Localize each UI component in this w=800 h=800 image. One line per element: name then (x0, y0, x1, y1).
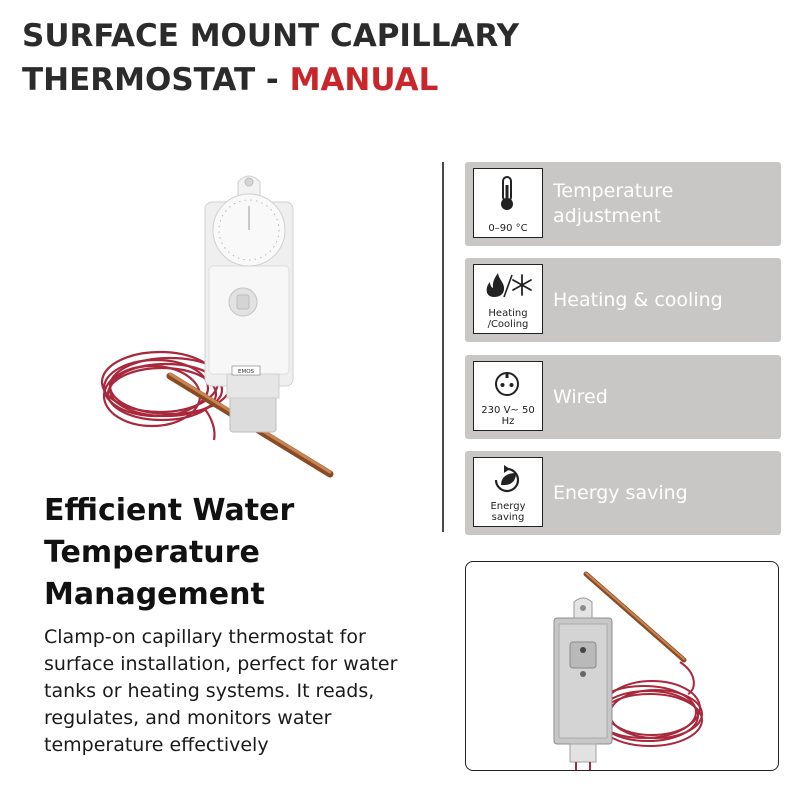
thermometer-icon (501, 176, 513, 210)
feature-caption: Heating /Cooling (487, 308, 529, 330)
title-accent: MANUAL (289, 62, 439, 98)
title-line-2: THERMOSTAT - (22, 62, 290, 98)
feature-heating-cooling: Heating /Cooling Heating & cooling (465, 258, 781, 342)
feature-label: Temperature adjustment (553, 180, 674, 227)
title-line-1: SURFACE MOUNT CAPILLARY (22, 18, 520, 54)
feature-energy-saving: Energy saving Energy saving (465, 451, 781, 535)
page-title: SURFACE MOUNT CAPILLARY THERMOSTAT - MAN… (22, 14, 519, 102)
section-description: Clamp-on capillary thermostat for surfac… (44, 626, 398, 756)
feature-label: Heating & cooling (553, 288, 723, 311)
feature-badge: Energy saving (473, 457, 543, 527)
product-photo: EMOS (100, 175, 334, 478)
feature-caption: Energy saving (490, 501, 526, 523)
feature-label: Energy saving (553, 481, 688, 504)
power-socket-icon (495, 372, 519, 396)
feature-label: Wired (553, 385, 608, 408)
brand-tag: EMOS (238, 369, 255, 375)
feature-wired: 230 V~ 50 Hz Wired (465, 355, 781, 439)
feature-temperature: 0–90 °C Temperature adjustment (465, 162, 781, 246)
thermostat-body: EMOS (204, 175, 294, 433)
secondary-product-photo (465, 561, 779, 771)
section-heading: Efficient Water Temperature Management (44, 493, 295, 612)
thermostat-back-view (553, 571, 703, 770)
feature-badge: 230 V~ 50 Hz (473, 361, 543, 431)
feature-caption: 230 V~ 50 Hz (481, 405, 535, 427)
feature-badge: 0–90 °C (473, 168, 543, 238)
divider (442, 162, 444, 532)
flame-snowflake-icon (486, 273, 532, 298)
feature-badge: Heating /Cooling (473, 264, 543, 334)
feature-caption: 0–90 °C (488, 223, 528, 234)
energy-saving-icon (494, 465, 520, 493)
